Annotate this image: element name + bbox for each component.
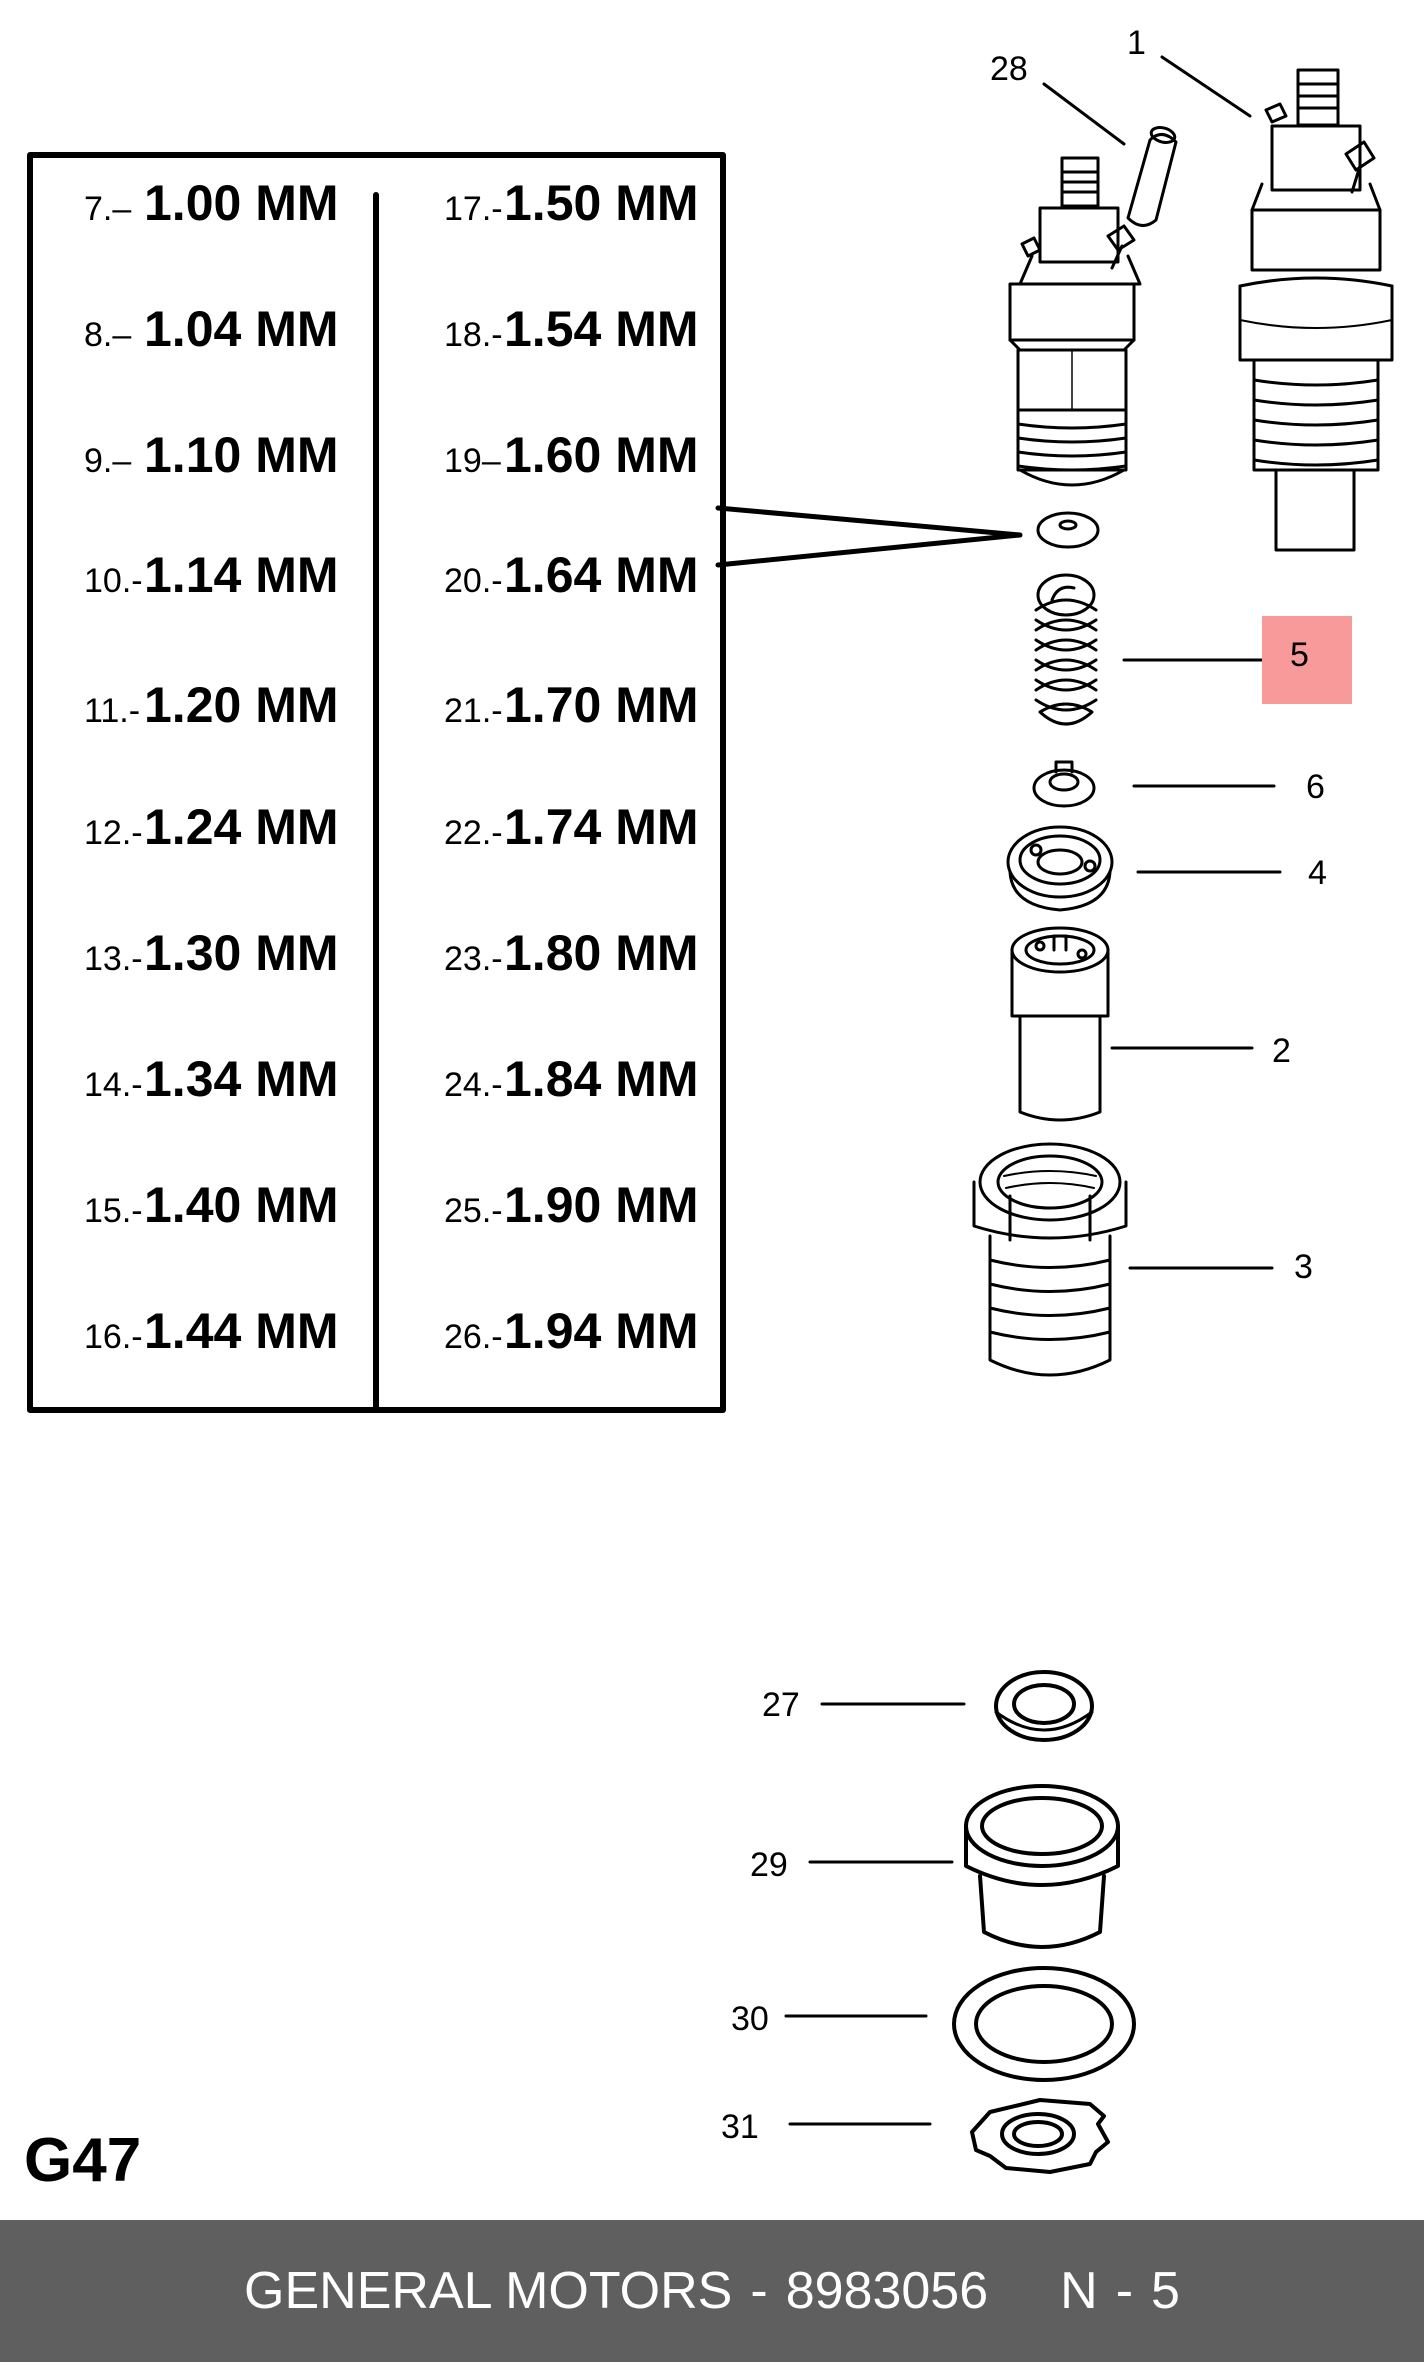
- part-5-spring: [1034, 573, 1098, 726]
- callout-6: 6: [1306, 768, 1325, 806]
- size-value: 1.40 MM: [144, 1177, 339, 1233]
- part-6-pressure-pin: [1032, 760, 1096, 808]
- size-index: 21.-: [444, 692, 503, 730]
- size-value: 1.64 MM: [504, 547, 699, 603]
- size-index: 18.-: [444, 316, 503, 354]
- footer-ref-number: 5: [1151, 2262, 1180, 2320]
- size-index: 23.-: [444, 940, 503, 978]
- callout-31: 31: [721, 2108, 759, 2146]
- size-index: 22.-: [444, 814, 503, 852]
- size-index: 12.-: [84, 814, 143, 852]
- size-value: 1.44 MM: [144, 1303, 339, 1359]
- part-27-seal-ring: [994, 1670, 1094, 1742]
- callout-30: 30: [731, 2000, 769, 2038]
- size-index: 9.–: [84, 442, 131, 480]
- shim-size-table: [27, 152, 1023, 1413]
- size-value: 1.60 MM: [504, 427, 699, 483]
- footer-part-number: 8983056: [785, 2262, 989, 2320]
- exploded-parts-diagram: 1 28 5 6 4 2 3 27 29 30 31 7.– 1.00 MM 8.–…: [27, 24, 1394, 2174]
- callout-5: 5: [1290, 636, 1309, 674]
- shim-washer: [1036, 511, 1100, 549]
- size-value: 1.70 MM: [504, 677, 699, 733]
- size-value: 1.00 MM: [144, 175, 339, 231]
- footer-brand: GENERAL MOTORS: [244, 2262, 733, 2320]
- size-value: 1.54 MM: [504, 301, 699, 357]
- size-index: 13.-: [84, 940, 143, 978]
- part-28-pin: [1126, 126, 1178, 227]
- callout-2: 2: [1272, 1032, 1291, 1070]
- size-index: 8.–: [84, 316, 131, 354]
- size-index: 14.-: [84, 1066, 143, 1104]
- size-value: 1.10 MM: [144, 427, 339, 483]
- size-index: 10.-: [84, 562, 143, 600]
- size-index: 17.-: [444, 190, 503, 228]
- part-30-washer: [952, 1966, 1136, 2082]
- part-3-nozzle-nut: [972, 1142, 1128, 1377]
- size-index: 11.-: [84, 692, 140, 730]
- size-value: 1.24 MM: [144, 799, 339, 855]
- footer-bar: GENERAL MOTORS - 8983056 N - 5: [0, 2220, 1424, 2362]
- size-value: 1.20 MM: [144, 677, 339, 733]
- size-value: 1.50 MM: [504, 175, 699, 231]
- callout-29: 29: [750, 1846, 788, 1884]
- part-4-spacer: [1006, 825, 1114, 912]
- injector-left: [1008, 156, 1142, 487]
- callout-4: 4: [1308, 854, 1327, 892]
- size-index: 20.-: [444, 562, 503, 600]
- size-index: 19–: [444, 442, 501, 480]
- shim-size-rows: 7.– 1.00 MM 8.– 1.04 MM 9.– 1.10 MM 10.-1.14 M…: [84, 175, 699, 1359]
- size-value: 1.30 MM: [144, 925, 339, 981]
- size-value: 1.74 MM: [504, 799, 699, 855]
- part-31-plate: [970, 2098, 1110, 2174]
- callout-1: 1: [1127, 24, 1146, 62]
- footer-ref-sep: -: [1115, 2262, 1134, 2320]
- leader-lines: [784, 55, 1282, 2126]
- size-index: 26.-: [444, 1318, 503, 1356]
- size-value: 1.34 MM: [144, 1051, 339, 1107]
- diagram-title: G47: [24, 2126, 142, 2195]
- part-1-injector-right: [1238, 68, 1394, 552]
- size-index: 24.-: [444, 1066, 503, 1104]
- callout-3: 3: [1294, 1248, 1313, 1286]
- footer-ref-letter: N: [1060, 2262, 1098, 2320]
- size-value: 1.80 MM: [504, 925, 699, 981]
- callout-5-highlight: [1262, 616, 1352, 704]
- callout-28: 28: [990, 50, 1028, 88]
- size-index: 7.–: [84, 190, 131, 228]
- size-value: 1.04 MM: [144, 301, 339, 357]
- size-value: 1.14 MM: [144, 547, 339, 603]
- part-2-nozzle: [1010, 926, 1110, 1122]
- size-index: 15.-: [84, 1192, 143, 1230]
- part-29-sleeve: [964, 1784, 1120, 1949]
- callout-27: 27: [762, 1686, 800, 1724]
- size-value: 1.90 MM: [504, 1177, 699, 1233]
- size-index: 25.-: [444, 1192, 503, 1230]
- size-value: 1.84 MM: [504, 1051, 699, 1107]
- footer-separator: -: [750, 2262, 768, 2320]
- size-index: 16.-: [84, 1318, 143, 1356]
- size-value: 1.94 MM: [504, 1303, 699, 1359]
- callout-labels: 1 28 5 6 4 2 3 27 29 30 31: [721, 24, 1327, 2146]
